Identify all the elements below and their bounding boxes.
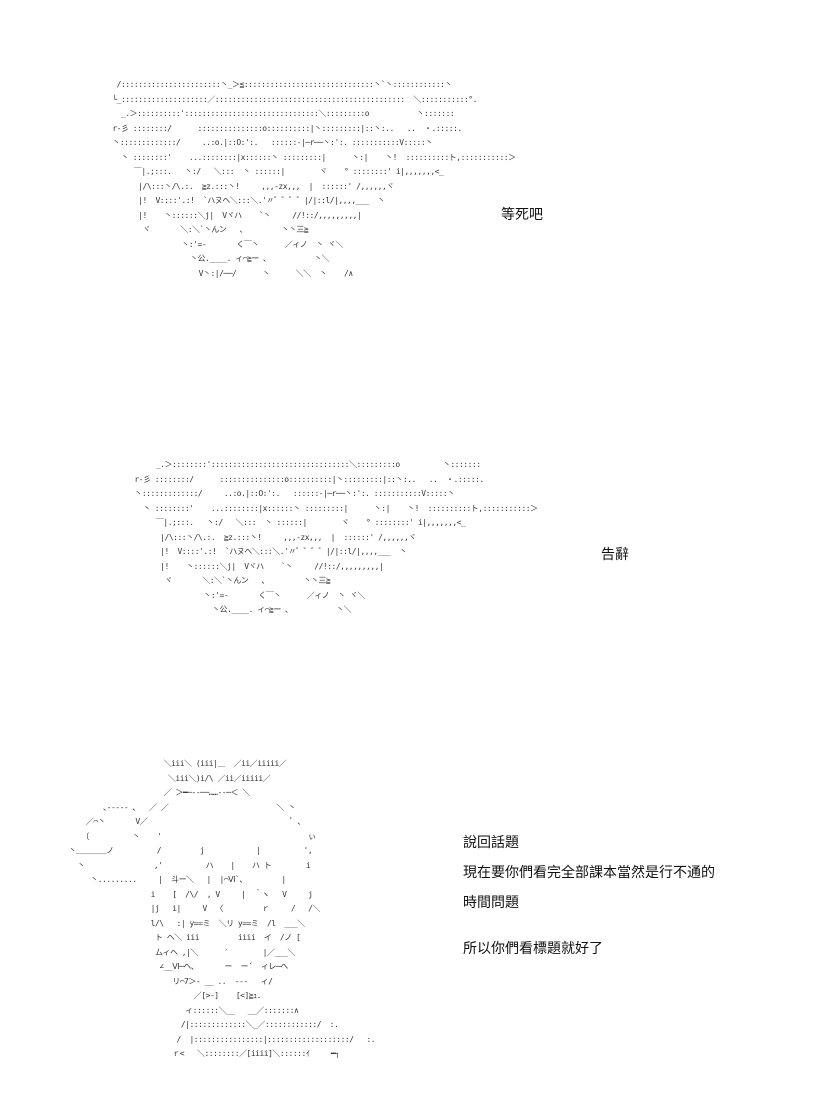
panel-1: /:::::::::::::::::::::::丶_＞≦::::::::::::… — [0, 78, 830, 338]
caption-line: 時間問題 — [463, 895, 519, 911]
caption-3: 說回話題 現在要你們看完全部課本當然是行不通的 時間問題 所以你們看標題就好了 — [463, 833, 715, 959]
caption-line: 告辭 — [601, 547, 629, 563]
ascii-art-character-3: ＼iii＼ (iii|＿ ／ii／iiiii／ ＼iii＼)i/\ ／ii／ii… — [68, 759, 376, 1058]
caption-1: 等死吧 — [501, 205, 543, 225]
panel-3: ＼iii＼ (iii|＿ ／ii／iiiii／ ＼iii＼)i/\ ／ii／ii… — [0, 757, 830, 1097]
panel-2: _.＞::::::::'::::::::::::::::::::::::::::… — [0, 458, 830, 658]
ascii-art-face-1: /:::::::::::::::::::::::丶_＞≦::::::::::::… — [112, 80, 516, 278]
ascii-art-face-2: _.＞::::::::'::::::::::::::::::::::::::::… — [134, 460, 538, 614]
caption-2: 告辭 — [601, 545, 629, 565]
caption-line: 說回話題 — [463, 835, 519, 851]
caption-line: 所以你們看標題就好了 — [463, 941, 603, 957]
caption-line: 現在要你們看完全部課本當然是行不通的 — [463, 865, 715, 881]
caption-line: 等死吧 — [501, 207, 543, 223]
